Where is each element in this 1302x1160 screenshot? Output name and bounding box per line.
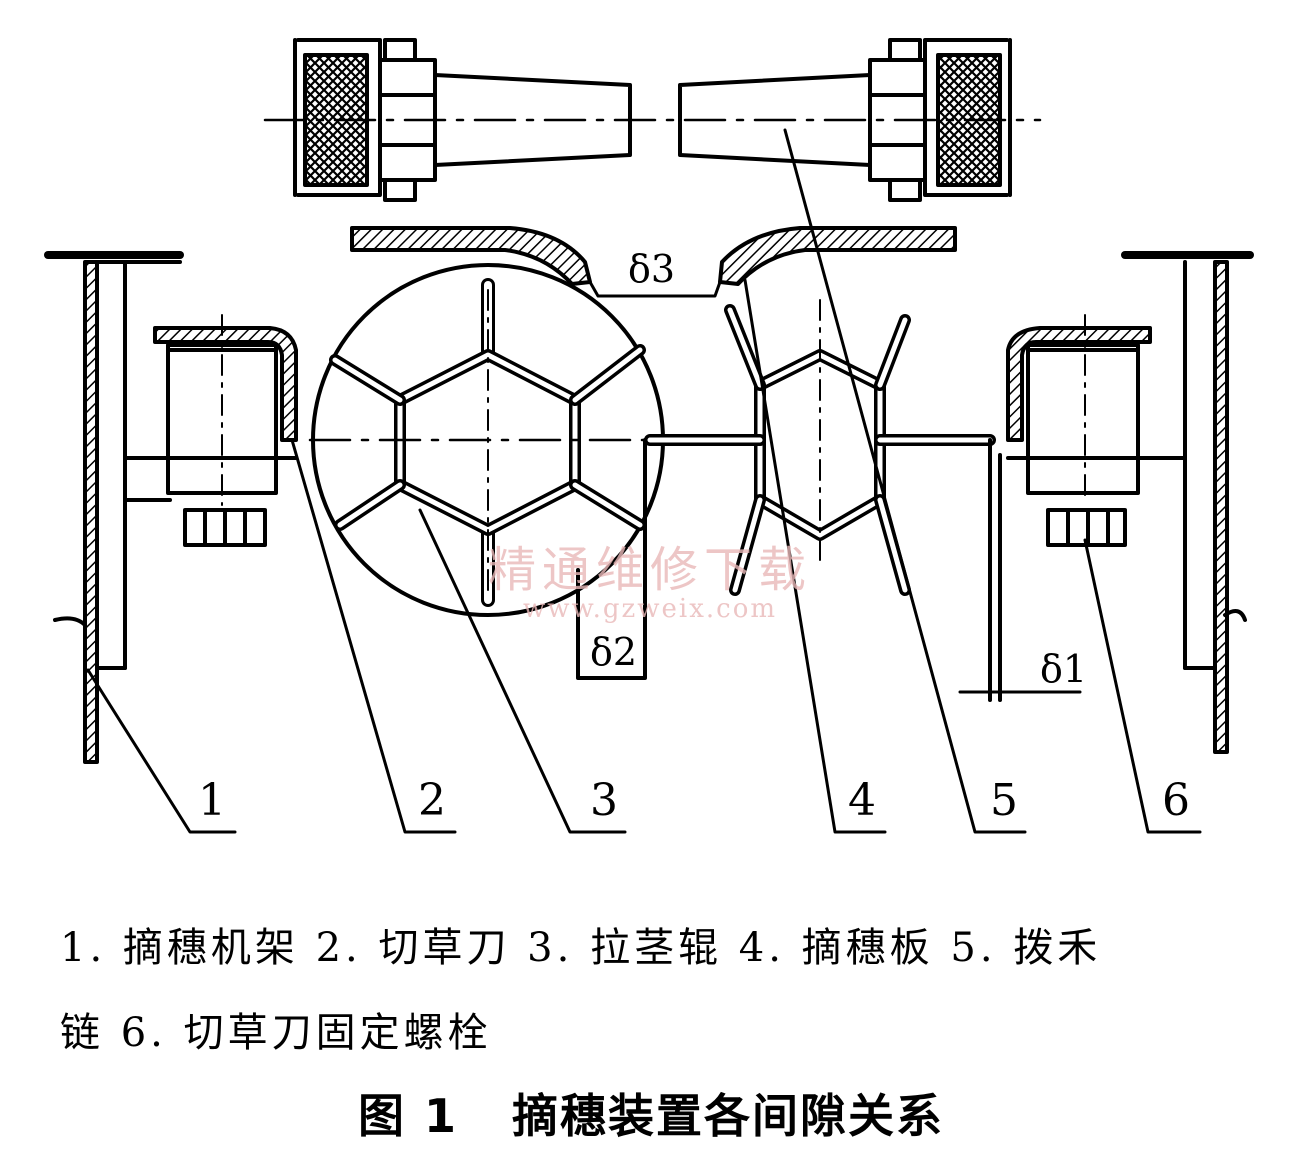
watermark-url: www.gzweix.com — [522, 594, 778, 624]
watermark-text: 精通维修下载 — [487, 542, 812, 598]
legend-line-2: 链 6. 切草刀固定螺栓 — [60, 1010, 492, 1056]
gap-d2-label: δ2 — [590, 630, 637, 674]
stalk-roll — [308, 263, 665, 617]
gap-d3-label: δ3 — [628, 247, 675, 291]
watermark: 精通维修下载 www.gzweix.com — [470, 530, 830, 624]
callout-6: 6 — [1162, 775, 1190, 826]
callout-leaders — [86, 128, 1202, 834]
gap-d1-marker — [958, 438, 1082, 702]
callout-5: 5 — [990, 775, 1018, 826]
callout-3: 3 — [590, 775, 618, 826]
callout-1: 1 — [198, 775, 226, 826]
callout-2: 2 — [418, 775, 446, 826]
figure-title: 摘穗装置各间隙关系 — [512, 1089, 945, 1143]
header-frame-left — [44, 251, 184, 764]
callout-4: 4 — [848, 775, 876, 826]
pulling-roll-right — [644, 299, 996, 596]
grass-cutter-right — [1006, 314, 1187, 547]
legend-line-1: 1. 摘穗机架 2. 切草刀 3. 拉茎辊 4. 摘穗板 5. 拨禾 — [60, 925, 1102, 971]
header-frame-right — [1121, 251, 1254, 754]
figure-number: 图 1 — [357, 1089, 458, 1143]
grass-cutter-left — [123, 314, 298, 547]
gap-diagram: 1 2 3 4 5 6 δ3 δ2 δ1 — [44, 38, 1254, 834]
chain-sprocket-right — [678, 38, 1012, 202]
gap-d1-label: δ1 — [1040, 647, 1087, 691]
figure-caption: 图 1 摘穗装置各间隙关系 — [0, 1080, 1302, 1146]
snapping-plate-right — [718, 226, 957, 286]
